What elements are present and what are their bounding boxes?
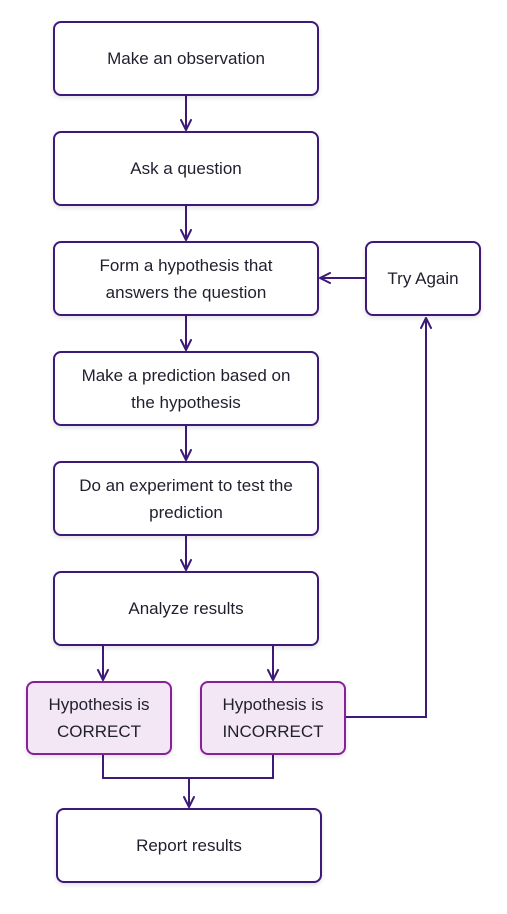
node-hypothesis-incorrect-label: Hypothesis is INCORRECT [222,695,324,741]
node-ask-question: Ask a question [53,131,319,206]
node-try-again-label: Try Again [387,269,459,288]
node-form-hypothesis-label: Form a hypothesis that answers the quest… [99,255,273,302]
node-hypothesis-correct-label: Hypothesis is CORRECT [48,695,150,741]
arrow-incorrect-to-try-again [346,317,432,718]
node-do-experiment-label: Do an experiment to test the prediction [79,475,293,522]
node-make-observation: Make an observation [53,21,319,96]
node-make-prediction: Make a prediction based on the hypothesi… [53,351,319,426]
node-make-prediction-label: Make a prediction based on the hypothesi… [81,365,291,412]
node-make-observation-label: Make an observation [107,49,265,68]
node-hypothesis-correct: Hypothesis is CORRECT [26,681,172,755]
node-report-results-label: Report results [136,836,242,855]
node-try-again: Try Again [365,241,481,316]
node-ask-question-label: Ask a question [130,159,242,178]
connector-outcomes-merge [102,755,274,779]
node-report-results: Report results [56,808,322,883]
node-do-experiment: Do an experiment to test the prediction [53,461,319,536]
node-form-hypothesis: Form a hypothesis that answers the quest… [53,241,319,316]
node-analyze-results-label: Analyze results [128,599,244,618]
node-hypothesis-incorrect: Hypothesis is INCORRECT [200,681,346,755]
node-analyze-results: Analyze results [53,571,319,646]
